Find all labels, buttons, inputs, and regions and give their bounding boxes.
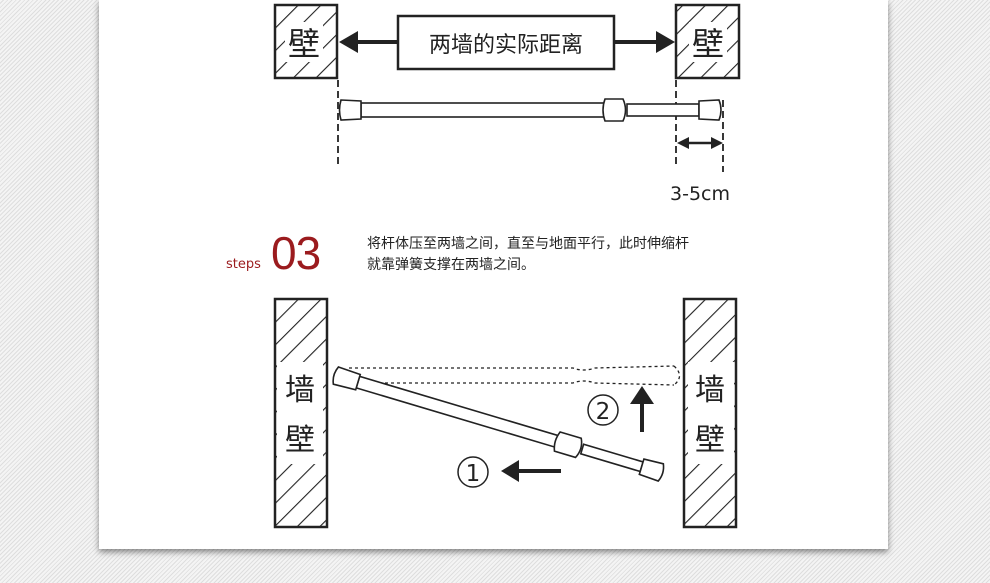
- arrow-up-icon: [630, 386, 654, 432]
- bottom-wall-right-label-2: 壁: [695, 423, 725, 458]
- step-description: 将杆体压至两墙之间，直至与地面平行，此时伸缩杆 就靠弹簧支撑在两墙之间。: [367, 234, 747, 276]
- distance-arrow: [339, 31, 675, 53]
- step-description-line-2: 就靠弹簧支撑在两墙之间。: [367, 257, 535, 273]
- distance-label-box: [396, 14, 616, 71]
- step-number: 03: [271, 227, 321, 279]
- arrow-left-icon: [339, 31, 358, 53]
- bottom-wall-left-label-2: 壁: [285, 423, 315, 458]
- rod-target-position: [349, 365, 681, 386]
- svg-text:2: 2: [596, 399, 611, 425]
- top-diagram: 壁 壁 两墙的实际距离: [273, 3, 741, 205]
- arrow-left-push-icon: [501, 460, 561, 482]
- top-wall-right: 壁: [674, 3, 741, 80]
- top-wall-left-label: 壁: [288, 25, 320, 63]
- gap-label: 3-5cm: [670, 183, 730, 205]
- installation-diagram: 壁 壁 两墙的实际距离: [273, 3, 741, 529]
- marker-1: 1: [457, 456, 489, 488]
- top-wall-right-label: 壁: [692, 25, 724, 63]
- tension-rod-tilted: [332, 366, 665, 482]
- bottom-diagram: 墙 壁 墙 壁: [273, 297, 738, 529]
- marker-2: 2: [587, 394, 619, 426]
- arrow-right-icon: [656, 31, 675, 53]
- tension-rod-top: [338, 98, 722, 122]
- distance-label: 两墙的实际距离: [429, 33, 583, 58]
- content-card: 壁 壁 两墙的实际距离: [99, 0, 888, 549]
- bottom-wall-left: 墙 壁: [273, 297, 329, 529]
- svg-text:1: 1: [466, 461, 481, 487]
- bottom-wall-right-label-1: 墙: [695, 373, 725, 408]
- bottom-wall-right: 墙 壁: [682, 297, 738, 529]
- step-description-line-1: 将杆体压至两墙之间，直至与地面平行，此时伸缩杆: [367, 236, 689, 252]
- steps-label: steps: [226, 257, 261, 272]
- bottom-wall-left-label-1: 墙: [285, 373, 315, 408]
- gap-measure: [677, 137, 723, 149]
- top-wall-left: 壁: [273, 3, 339, 80]
